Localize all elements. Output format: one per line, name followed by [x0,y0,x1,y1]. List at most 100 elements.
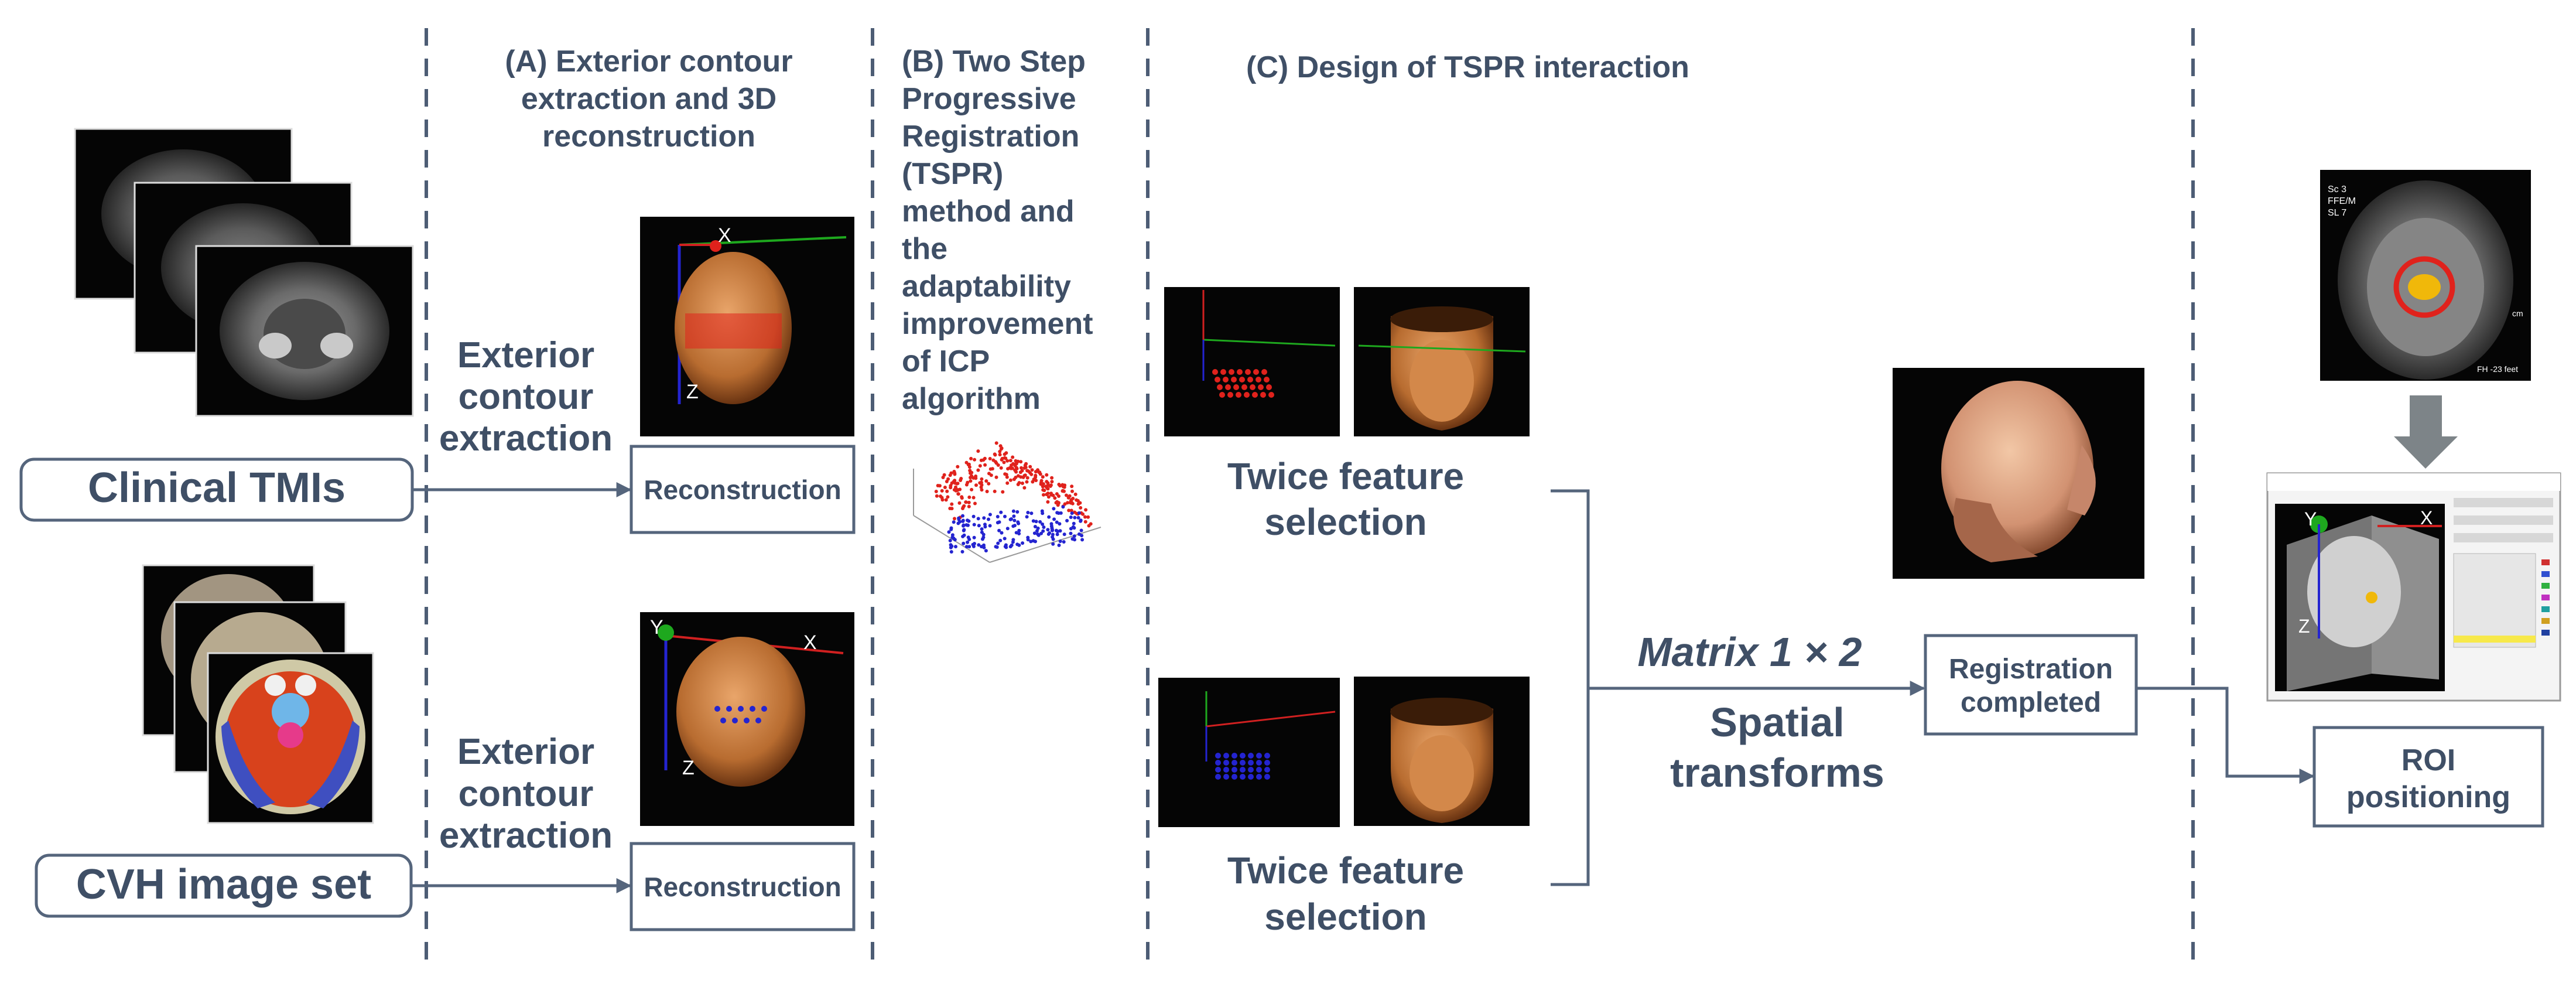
marker-dot [1060,483,1065,487]
marker-dot [1236,392,1241,398]
marker-dot [971,496,976,500]
marker-dot [962,533,966,537]
marker-dot [1039,531,1043,535]
reconstruction-image-bottom: Y X Z [640,612,854,826]
marker-dot [1019,460,1023,464]
marker-dot [1055,492,1059,496]
marker-dot [1223,760,1229,766]
extraction-line: Exterior [457,732,594,772]
marker-dot [1231,753,1237,759]
marker-dot [1010,517,1013,521]
marker-dot [1055,511,1059,515]
marker-dot [988,513,992,517]
marker-dot [1239,377,1245,383]
marker-dot [969,471,972,475]
marker-dot [1079,506,1083,510]
marker-dot [1046,528,1050,532]
reconstruction-box-top: Reconstruction [630,445,856,534]
marker-dot [977,524,981,528]
marker-dot [1024,462,1028,466]
marker-dot [987,482,991,486]
feature-head-bottom [1354,677,1530,826]
feature-selection-line: selection [1264,896,1426,938]
marker-dot [1041,529,1045,533]
marker-dot [950,544,954,548]
section-a-title-line: extraction and 3D [521,82,776,116]
marker-dot [1046,495,1051,499]
marker-dot [1264,753,1270,759]
marker-dot [1021,475,1025,479]
marker-dot [1256,774,1262,780]
marker-dot [972,523,976,527]
marker-dot [1050,480,1054,484]
marker-dot [1034,479,1038,483]
marker-dot [1223,774,1229,780]
marker-dot [1028,465,1032,469]
down-arrow-icon [2394,395,2458,469]
merge-bracket [1551,489,1925,886]
extraction-line: contour [459,377,594,417]
marker-dot [1073,492,1077,496]
marker-dot [1026,511,1030,514]
marker-dot [961,514,964,518]
marker-dot [1223,753,1229,759]
spatial-line: transforms [1670,750,1884,795]
marker-dot [1240,760,1246,766]
marker-dot [983,456,987,460]
marker-dot [1021,541,1025,545]
marker-dot [991,458,995,462]
marker-dot [956,482,960,486]
marker-dot [1256,767,1262,773]
marker-dot [1237,369,1243,375]
marker-dot [958,520,962,524]
feature-selection-line: Twice feature [1227,455,1464,497]
marker-dot [944,498,948,502]
section-b-title-line: Registration [902,119,1079,153]
marker-dot [1036,468,1040,472]
marker-dot [996,541,1000,545]
marker-dot [958,487,962,491]
feature-head-top [1354,287,1530,436]
marker-dot [1030,468,1034,472]
marker-dot [1060,489,1065,493]
marker-dot [1231,760,1237,766]
marker-dot [1217,384,1223,390]
marker-dot [969,479,973,483]
marker-dot [1250,384,1255,390]
marker-dot [967,495,971,499]
marker-dot [1004,451,1008,455]
marker-dot [981,537,984,541]
extraction-line: Exterior [457,335,594,375]
marker-dot [943,486,947,489]
marker-dot [1072,521,1076,525]
marker-dot [998,538,1003,542]
marker-dot [1048,484,1052,488]
extraction-text-bottom: Exterior contour extraction [439,732,613,856]
marker-dot [1015,510,1020,514]
marker-dot [948,538,952,542]
marker-dot [973,542,976,545]
marker-dot [1045,480,1049,484]
marker-dot [1034,520,1038,524]
marker-dot [970,487,974,491]
software-window-screenshot: X Y Z [2266,472,2561,702]
marker-dot [1229,369,1234,375]
marker-dot [994,441,998,445]
marker-dot [950,507,954,511]
marker-dot [961,505,965,509]
marker-dot [1016,459,1020,463]
marker-dot [1017,543,1021,547]
marker-dot [1012,477,1016,482]
mri-overlay-text: FFE/M [2328,196,2356,206]
section-b-title-line: (B) Two Step [902,45,1086,78]
marker-dot [1031,519,1035,523]
feature-image-blue-markers [1158,678,1340,827]
marker-dot [1048,531,1052,535]
roi-line: ROI [2401,743,2455,777]
marker-dot [1241,384,1247,390]
marker-dot [1011,509,1015,513]
marker-dot [964,483,969,487]
marker-dot [1025,469,1029,473]
marker-dot [956,465,960,469]
marker-dot [1038,470,1042,474]
